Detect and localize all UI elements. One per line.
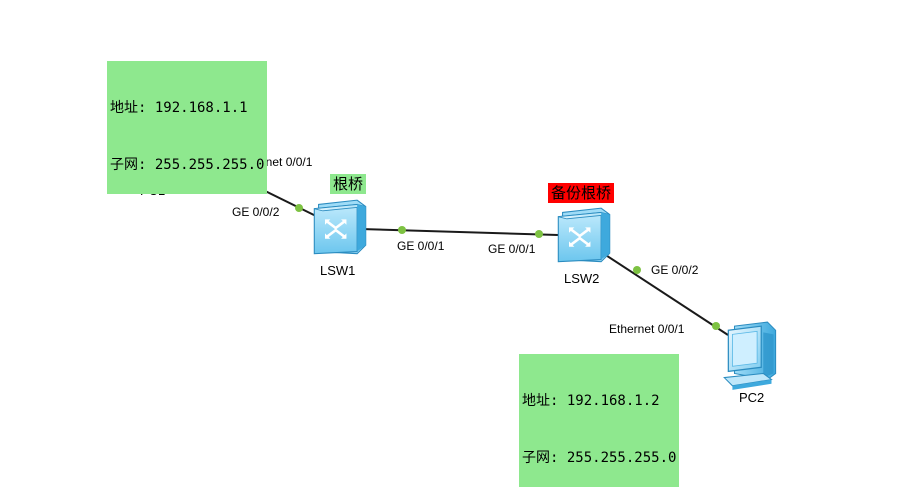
port-dot-lsw2-g2[interactable]: [633, 266, 641, 274]
pc1-address-text: 地址: 192.168.1.1: [110, 100, 248, 116]
pc2-subnet-text: 子网: 255.255.255.0: [522, 450, 677, 466]
port-dot-lsw1-g2[interactable]: [295, 204, 303, 212]
pc2-address-note: 地址: 192.168.1.2 子网: 255.255.255.0: [519, 354, 680, 487]
root-bridge-tag: 根桥: [330, 174, 367, 194]
pc2-computer-icon[interactable]: [723, 321, 777, 391]
lsw1-switch-icon[interactable]: [312, 198, 368, 256]
port-label-pc2-eth: Ethernet 0/0/1: [609, 322, 685, 336]
lsw1-label: LSW1: [320, 263, 355, 278]
port-dot-lsw2-g1[interactable]: [535, 230, 543, 238]
link-lsw1-lsw2: [359, 228, 559, 236]
port-label-lsw1-g2: GE 0/0/2: [232, 205, 280, 219]
pc2-label: PC2: [739, 390, 764, 405]
port-dot-pc2[interactable]: [712, 322, 720, 330]
link-lsw2-pc2: [597, 249, 729, 336]
lsw2-label: LSW2: [564, 271, 599, 286]
port-label-lsw1-g1: GE 0/0/1: [397, 239, 445, 253]
pc1-subnet-text: 子网: 255.255.255.0: [110, 157, 265, 173]
port-label-lsw2-g2: GE 0/0/2: [651, 263, 699, 277]
lsw2-switch-icon[interactable]: [556, 206, 612, 264]
backup-root-bridge-tag: 备份根桥: [548, 183, 615, 203]
port-label-lsw2-g1: GE 0/0/1: [488, 242, 536, 256]
pc2-address-text: 地址: 192.168.1.2: [522, 393, 660, 409]
port-dot-lsw1-g1[interactable]: [398, 226, 406, 234]
pc1-address-note: 地址: 192.168.1.1 子网: 255.255.255.0: [107, 61, 268, 194]
